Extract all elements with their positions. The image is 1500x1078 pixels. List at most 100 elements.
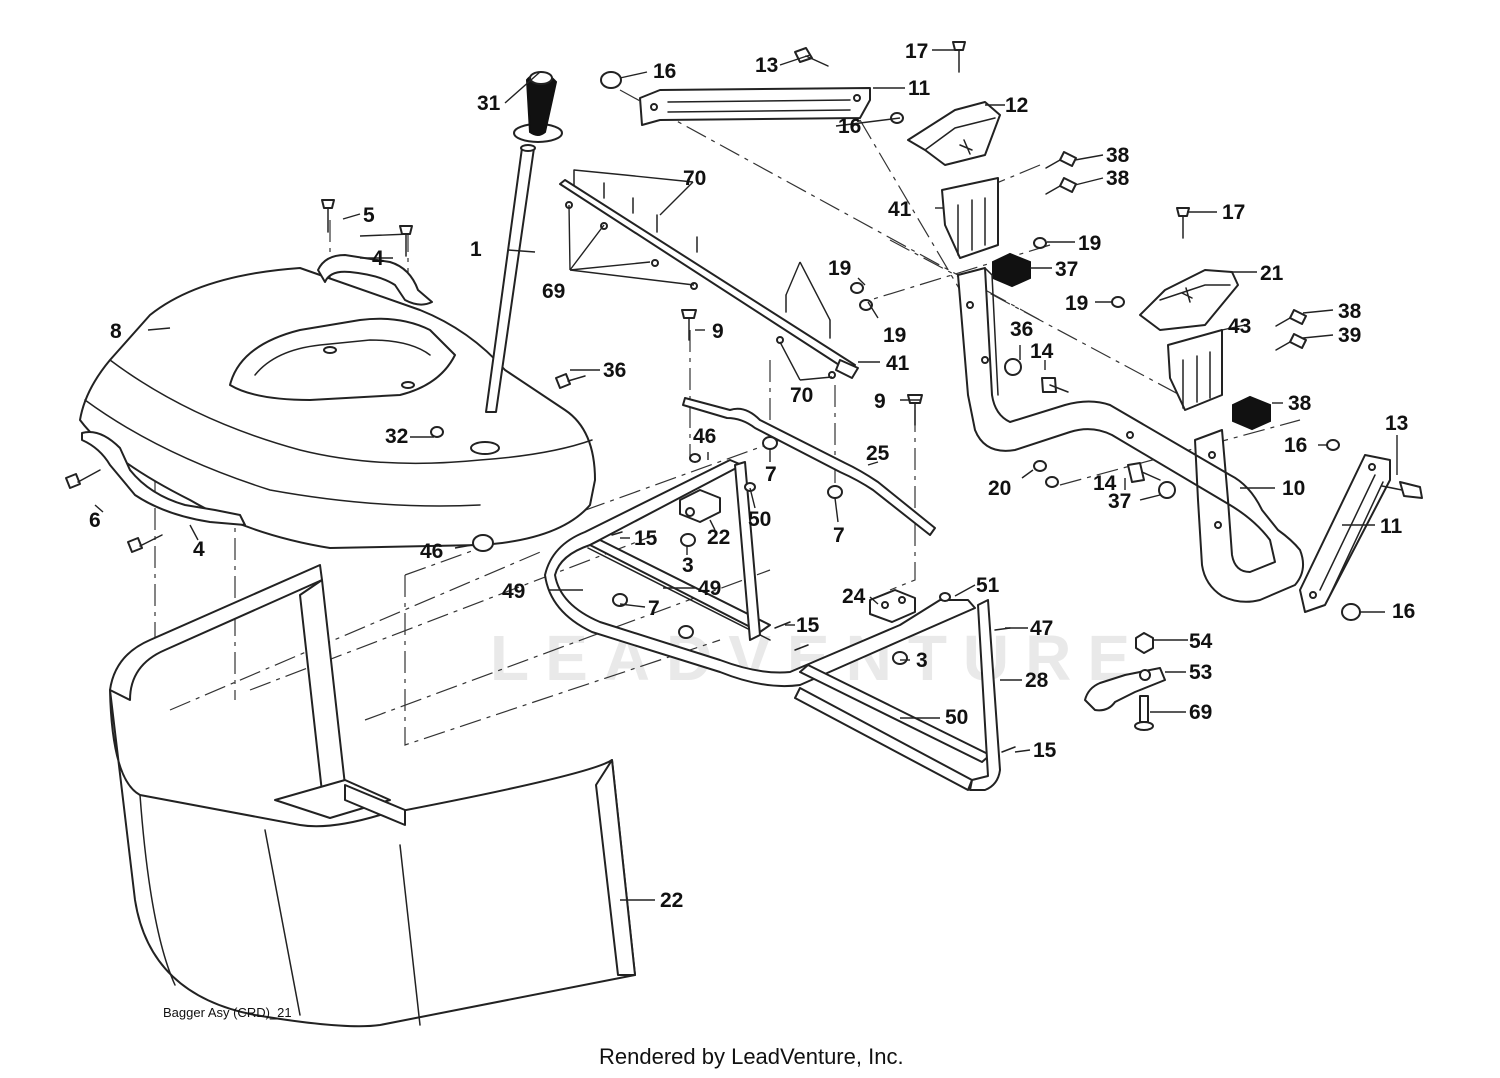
diagram-caption: Bagger Asy (CRD)_21 [163,1005,292,1020]
callout-38: 38 [1338,300,1362,323]
part-10-frame [957,267,1305,603]
part-43-bumper [472,534,494,552]
callout-69: 69 [542,280,565,303]
callout-22: 22 [707,526,730,549]
part-37-plug-lower [1232,395,1271,431]
hardware-nuts-washers [430,71,1361,753]
callout-41: 43 [1228,315,1251,338]
callout-1: 1 [470,238,482,261]
callout-54: 69 [1189,701,1212,724]
callout-19: 19 [883,324,906,347]
callout-10: 10 [1282,477,1305,500]
part-53-nut [1135,632,1154,654]
part-49-rail-upper [589,539,771,633]
part-54-bolt [1134,695,1154,731]
callout-13: 13 [755,54,778,77]
part-4-side-handle [81,431,246,526]
callout-5: 5 [363,204,375,227]
callout-49: 49 [698,577,721,600]
part-28-grip [513,71,563,143]
callout-41: 41 [888,198,912,221]
callout-11: 11 [908,77,931,100]
callout-13: 13 [1385,412,1408,435]
callout-19: 19 [828,257,851,280]
part-22-clip-upper [679,489,721,523]
callout-19: 20 [988,477,1011,500]
part-25-side-frame [734,461,1001,791]
callout-labels: 1 3 3 4 4 5 6 7 7 7 8 9 9 10 11 11 12 13… [89,40,1415,912]
callout-50: 50 [748,508,771,531]
callout-47: 49 [502,580,525,603]
callout-12: 12 [1005,94,1028,117]
callout-38: 39 [1338,324,1361,347]
callout-46: 46 [693,425,716,448]
part-11-lower-brace [1299,454,1391,613]
callout-51: 53 [1189,661,1212,684]
callout-24: 25 [866,442,890,465]
callout-38: 38 [1106,144,1130,167]
callout-3: 3 [916,649,928,672]
callout-7: 7 [833,524,845,547]
part-11-upper-brace [639,87,871,126]
callout-15: 15 [796,614,820,637]
callout-36: 37 [1108,490,1131,513]
callout-32: 36 [603,359,626,382]
callout-39: 41 [886,352,910,375]
callout-69: 70 [790,384,813,407]
hardware-bolts [65,41,1423,553]
callout-15: 15 [1033,739,1057,762]
part-47-frame [544,459,976,688]
part-1-tube [485,144,536,413]
callout-16: 16 [1392,600,1415,623]
callout-11: 11 [1380,515,1403,538]
part-39-stiffener [559,179,859,379]
callout-leaders [94,49,1398,901]
callout-53: 54 [1189,630,1213,653]
callout-20: 21 [1260,262,1284,285]
callout-19: 19 [1065,292,1088,315]
callout-3: 3 [682,554,694,577]
callout-7: 7 [648,597,660,620]
callout-36: 36 [1010,318,1033,341]
callout-6: 6 [89,509,101,532]
callout-43: 46 [420,540,443,563]
callout-22: 24 [842,585,866,608]
callout-70: 70 [683,167,706,190]
callout-8: 8 [110,320,122,343]
callout-37: 38 [1288,392,1312,415]
part-37-plug-upper [992,252,1031,288]
callout-31: 32 [385,425,408,448]
part-4-top-handle [317,254,433,306]
callout-37: 37 [1055,258,1078,281]
callout-4: 4 [193,538,205,561]
callout-15: 15 [634,527,658,550]
callout-25: 28 [1025,669,1049,692]
callout-19: 19 [1078,232,1101,255]
part-41-mount-left [941,177,999,259]
part-12-bracket [907,101,1001,166]
part-20-bracket [1139,269,1239,331]
callout-4: 4 [372,247,384,270]
callout-21: 22 [660,889,683,912]
part-22-clip-lower [869,589,916,623]
callout-9: 9 [712,320,724,343]
callout-14: 14 [1030,340,1054,363]
part-21-bag [109,564,636,1028]
part-8-lid [79,267,596,549]
callout-50: 51 [976,574,1000,597]
callout-7: 7 [765,463,777,486]
callout-9: 9 [874,390,886,413]
callout-16: 16 [838,115,861,138]
callout-14: 14 [1093,472,1117,495]
part-51-latch [1084,667,1166,712]
callout-28: 31 [477,92,501,115]
part-24-rod [682,397,936,536]
callout-17: 17 [1222,201,1245,224]
callout-16: 16 [653,60,676,83]
part-41-mount-right [1167,329,1223,411]
callout-17: 17 [905,40,928,63]
footer-credit: Rendered by LeadVenture, Inc. [599,1044,904,1069]
callout-46: 47 [1030,617,1053,640]
callout-16: 16 [1284,434,1307,457]
